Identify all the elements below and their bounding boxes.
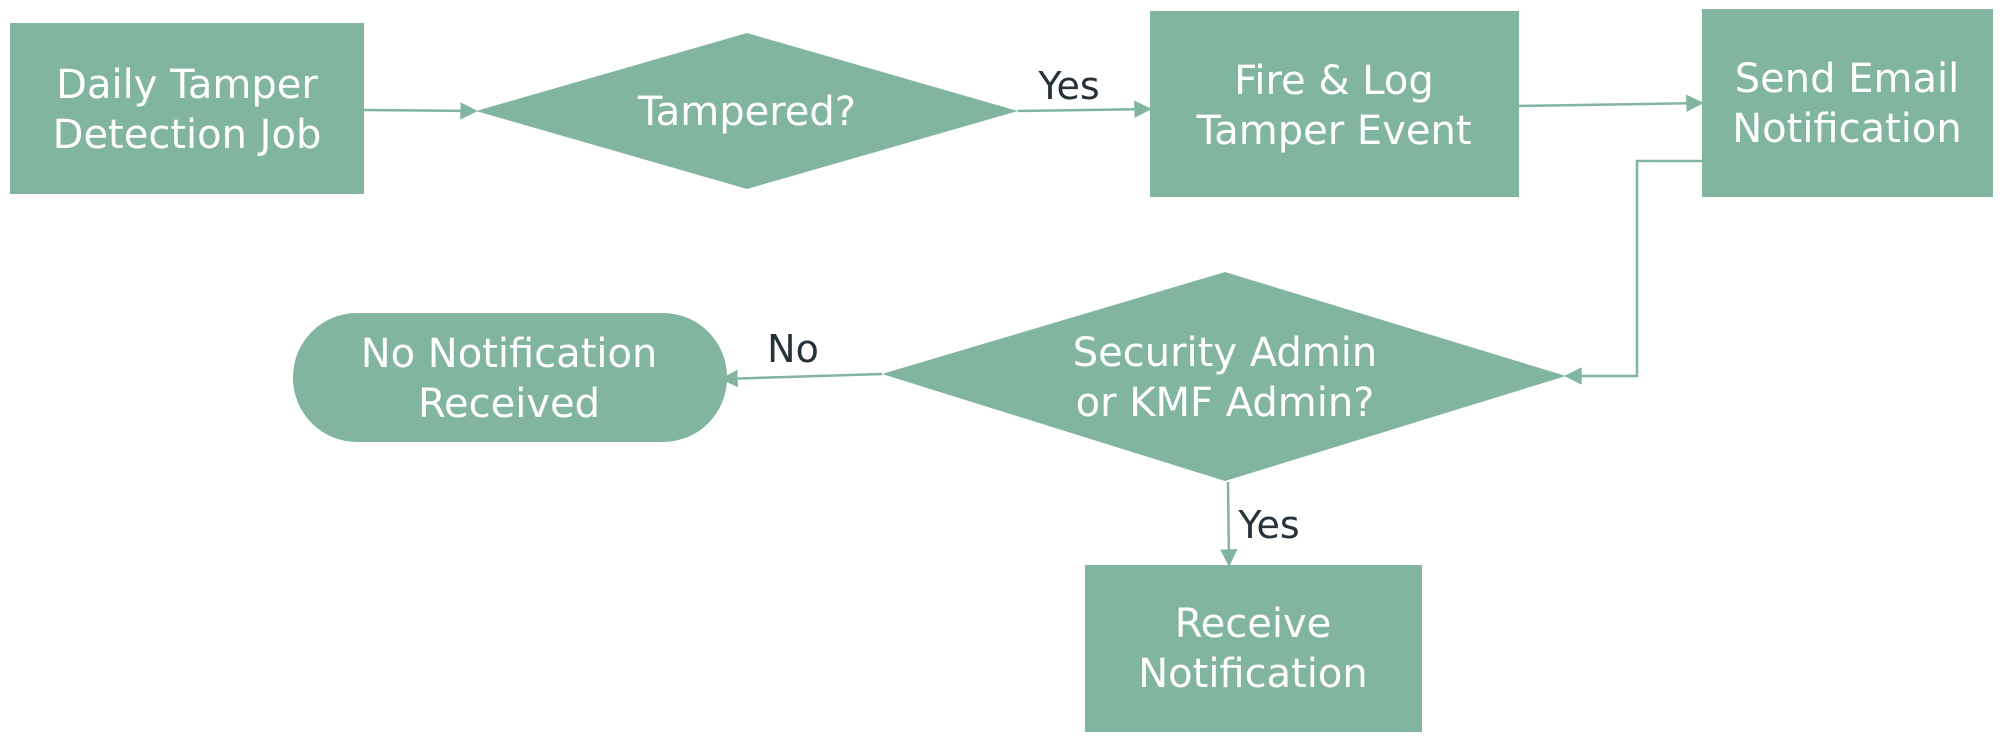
edge-job-to-tampered [363, 102, 478, 120]
node-no-notification-line1: No Notification [361, 331, 658, 377]
node-fire-log-line1: Fire & Log [1234, 58, 1433, 104]
node-admin-check-line2: or KMF Admin? [1076, 380, 1375, 426]
node-no-notification-line2: Received [418, 381, 600, 427]
edge-admin-check-to-receive [1220, 481, 1238, 567]
node-daily-job-line2: Detection Job [53, 112, 322, 158]
node-admin-check-line1: Security Admin [1073, 330, 1377, 376]
node-fire-log-tamper-event: Fire & Log Tamper Event [1150, 11, 1519, 197]
node-tampered-line1: Tampered? [637, 89, 856, 135]
node-daily-job-line1: Daily Tamper [56, 62, 318, 108]
node-no-notification-received: No Notification Received [293, 313, 727, 442]
edge-admin-check-to-no-notification [720, 369, 883, 388]
edge-send-email-to-admin-check [1564, 159, 1702, 385]
edge-label-admin-no: No [767, 327, 819, 371]
node-send-email-line1: Send Email [1735, 56, 1959, 102]
edge-label-tampered-yes: Yes [1037, 64, 1099, 108]
node-send-email-line2: Notification [1732, 106, 1962, 152]
node-receive-line2: Notification [1138, 651, 1368, 697]
node-receive-line1: Receive [1175, 601, 1332, 647]
edge-fire-log-to-send-email [1518, 94, 1704, 113]
node-fire-log-line2: Tamper Event [1195, 108, 1471, 154]
node-daily-tamper-detection-job: Daily Tamper Detection Job [10, 23, 364, 194]
node-receive-notification: Receive Notification [1085, 565, 1422, 732]
node-tampered-decision: Tampered? [476, 33, 1018, 189]
node-send-email-notification: Send Email Notification [1702, 9, 1993, 197]
edge-label-admin-yes: Yes [1237, 503, 1299, 547]
node-admin-check-decision: Security Admin or KMF Admin? [882, 272, 1566, 481]
edge-tampered-to-fire-log [1017, 100, 1152, 118]
